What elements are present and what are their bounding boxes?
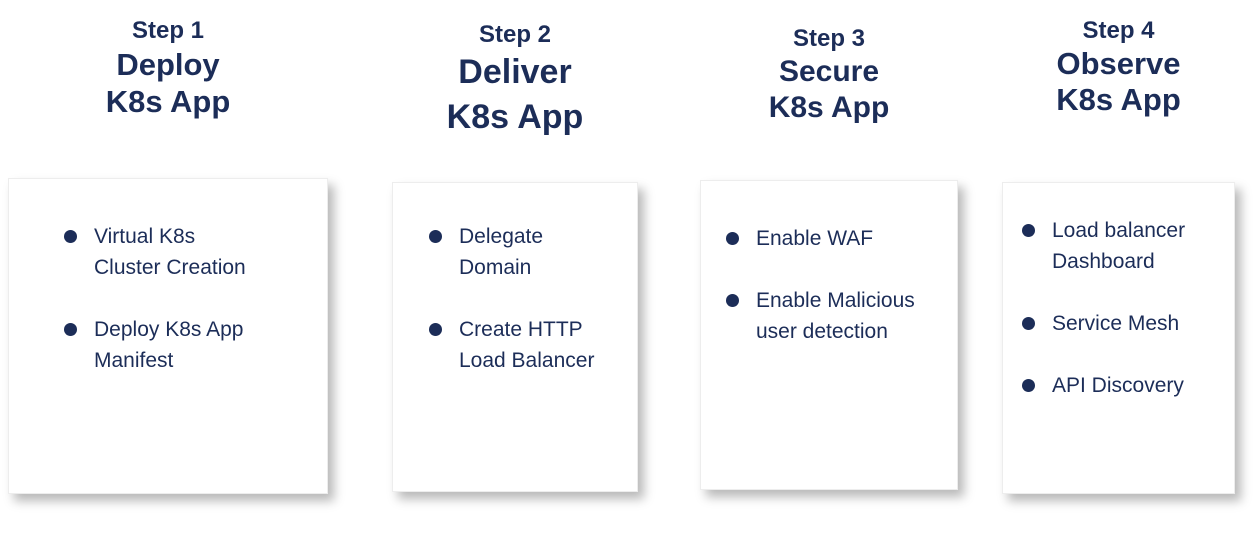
step-card: Load balancer Dashboard Service Mesh API…: [1002, 182, 1235, 494]
step-header: Step 2 Deliver K8s App: [392, 20, 638, 140]
bullet-line: Enable Malicious: [756, 289, 915, 312]
step-title-line: Deploy: [116, 47, 220, 82]
bullet-text: Virtual K8s Cluster Creation: [94, 221, 246, 283]
bullet-list: Delegate Domain Create HTTP Load Balance…: [393, 183, 637, 376]
bullet-text: Service Mesh: [1052, 308, 1179, 339]
bullet-icon: [64, 323, 77, 336]
bullet-text: Enable Malicious user detection: [756, 285, 915, 347]
step-title-line: Observe: [1056, 46, 1181, 81]
list-item: Service Mesh: [1022, 308, 1230, 339]
bullet-text: Enable WAF: [756, 223, 873, 254]
bullet-line: Service Mesh: [1052, 312, 1180, 335]
bullet-text: Deploy K8s App Manifest: [94, 314, 243, 376]
step-card: Delegate Domain Create HTTP Load Balance…: [392, 182, 638, 492]
step-label: Step 4: [1082, 17, 1155, 44]
step-header: Step 4 Observe K8s App: [1002, 16, 1235, 118]
list-item: Delegate Domain: [429, 221, 633, 283]
bullet-line: Delegate: [459, 225, 544, 248]
list-item: Virtual K8s Cluster Creation: [64, 221, 323, 283]
bullet-text: API Discovery: [1052, 370, 1184, 401]
step-title-line: Secure: [778, 55, 880, 88]
step-title-line: K8s App: [105, 84, 231, 119]
bullet-icon: [1022, 224, 1035, 237]
bullet-text: Create HTTP Load Balancer: [459, 314, 594, 376]
bullet-list: Virtual K8s Cluster Creation Deploy K8s …: [9, 179, 327, 376]
list-item: Deploy K8s App Manifest: [64, 314, 323, 376]
bullet-icon: [726, 294, 739, 307]
bullet-icon: [1022, 379, 1035, 392]
bullet-line: Domain: [459, 256, 532, 279]
step-title-line: K8s App: [446, 98, 584, 136]
bullet-icon: [726, 232, 739, 245]
bullet-line: Manifest: [94, 349, 174, 372]
step-card: Enable WAF Enable Malicious user detecti…: [700, 180, 958, 490]
bullet-line: API Discovery: [1052, 374, 1184, 397]
bullet-icon: [429, 323, 442, 336]
step-header: Step 3 Secure K8s App: [700, 24, 958, 126]
step-title-line: K8s App: [1056, 82, 1181, 117]
step-card: Virtual K8s Cluster Creation Deploy K8s …: [8, 178, 328, 494]
bullet-icon: [1022, 317, 1035, 330]
step-label: Step 3: [792, 25, 866, 52]
list-item: Enable WAF: [726, 223, 953, 254]
bullet-icon: [429, 230, 442, 243]
bullet-line: Deploy K8s App: [94, 318, 244, 341]
bullet-line: Enable WAF: [756, 227, 874, 250]
bullet-line: user detection: [756, 320, 888, 343]
bullet-text: Load balancer Dashboard: [1052, 215, 1185, 277]
step-title-line: K8s App: [768, 91, 890, 124]
bullet-text: Delegate Domain: [459, 221, 543, 283]
bullet-line: Dashboard: [1052, 250, 1155, 273]
list-item: Create HTTP Load Balancer: [429, 314, 633, 376]
list-item: API Discovery: [1022, 370, 1230, 401]
bullet-list: Load balancer Dashboard Service Mesh API…: [1003, 183, 1234, 401]
step-label: Step 1: [131, 17, 205, 44]
bullet-line: Load Balancer: [459, 349, 595, 372]
bullet-line: Load balancer: [1052, 219, 1186, 242]
step-header: Step 1 Deploy K8s App: [8, 16, 328, 120]
bullet-line: Cluster Creation: [94, 256, 246, 279]
bullet-line: Virtual K8s: [94, 225, 196, 248]
list-item: Load balancer Dashboard: [1022, 215, 1230, 277]
step-label: Step 2: [478, 21, 552, 48]
bullet-line: Create HTTP: [459, 318, 583, 341]
list-item: Enable Malicious user detection: [726, 285, 953, 347]
bullet-list: Enable WAF Enable Malicious user detecti…: [701, 181, 957, 347]
bullet-icon: [64, 230, 77, 243]
step-title-line: Deliver: [458, 53, 572, 91]
